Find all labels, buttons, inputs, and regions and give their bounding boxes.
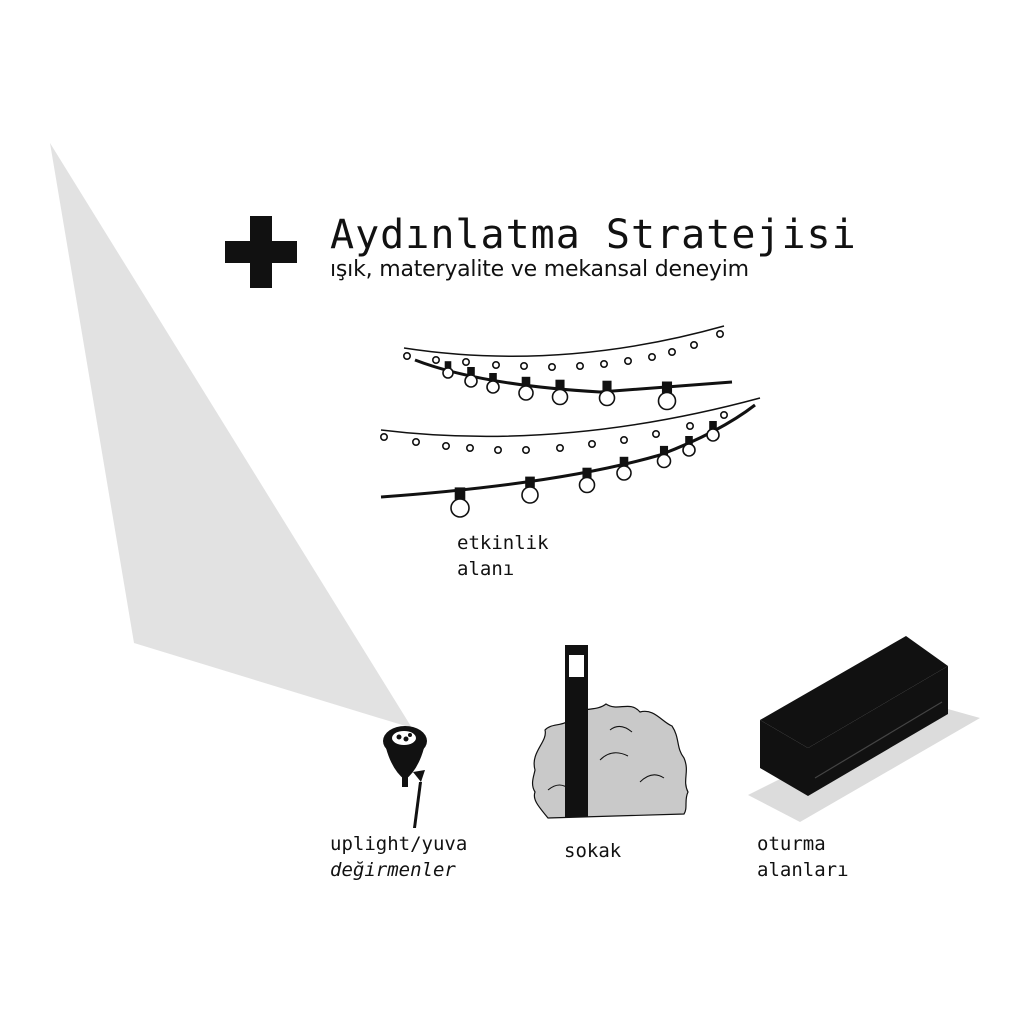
bulb bbox=[521, 445, 530, 454]
bulb bbox=[450, 498, 470, 518]
bulb bbox=[464, 374, 478, 388]
bulb bbox=[623, 356, 632, 365]
page-title: Aydınlatma Stratejisi bbox=[330, 212, 857, 258]
bulb bbox=[518, 385, 534, 401]
bulb bbox=[493, 445, 502, 454]
bulb bbox=[441, 441, 450, 450]
page-subtitle: ışık, materyalite ve mekansal deneyim bbox=[330, 257, 749, 282]
label-string-lights-line2: alanı bbox=[457, 558, 515, 580]
bulb bbox=[619, 435, 628, 444]
bulb bbox=[682, 443, 696, 457]
bollard-light-icon bbox=[531, 645, 689, 819]
bulb bbox=[491, 360, 500, 369]
bulb-socket bbox=[582, 467, 592, 479]
bulb-socket bbox=[709, 420, 717, 430]
bulb bbox=[402, 351, 411, 360]
bulb bbox=[656, 453, 672, 469]
bulb bbox=[519, 361, 528, 370]
label-uplight-line2: değirmenler bbox=[330, 859, 456, 881]
bulb bbox=[598, 389, 616, 407]
bulb bbox=[647, 352, 656, 361]
bulb bbox=[575, 361, 584, 370]
bulb-socket bbox=[659, 445, 669, 456]
bulb bbox=[551, 388, 569, 406]
label-string-lights-line1: etkinlik bbox=[457, 532, 549, 554]
string-lights-icon bbox=[379, 325, 761, 518]
bulb bbox=[719, 410, 728, 419]
bulb bbox=[657, 391, 677, 411]
label-bollard-line1: sokak bbox=[564, 840, 622, 862]
label-bench-line2: alanları bbox=[757, 859, 849, 881]
bulb bbox=[706, 428, 720, 442]
bulb-socket bbox=[521, 376, 531, 387]
label-bench: oturma alanları bbox=[757, 831, 849, 883]
bulb bbox=[689, 340, 698, 349]
bulb-socket bbox=[661, 381, 673, 394]
bulb-socket bbox=[685, 435, 693, 445]
bulb-socket bbox=[489, 372, 497, 382]
label-bollard: sokak bbox=[564, 838, 621, 864]
bulb bbox=[555, 443, 564, 452]
bulb-socket bbox=[454, 487, 466, 500]
label-string-lights: etkinlik alanı bbox=[457, 530, 549, 582]
bulb-socket bbox=[444, 361, 452, 369]
bulb-socket bbox=[467, 366, 475, 376]
plus-icon bbox=[225, 216, 297, 288]
bulb bbox=[616, 465, 632, 481]
bulb bbox=[431, 355, 440, 364]
bulb bbox=[685, 421, 694, 430]
bulb bbox=[465, 443, 474, 452]
bulb bbox=[442, 367, 454, 379]
spotlight-icon bbox=[383, 726, 427, 828]
bulb bbox=[599, 359, 608, 368]
bulb bbox=[715, 329, 724, 338]
bulb bbox=[651, 429, 660, 438]
bulb bbox=[411, 437, 420, 446]
bulb-socket bbox=[619, 456, 629, 467]
bench-icon bbox=[748, 636, 980, 822]
light-beam bbox=[50, 143, 412, 728]
bulb bbox=[379, 432, 388, 441]
bulb bbox=[587, 439, 596, 448]
bulb bbox=[667, 347, 676, 356]
bulb-socket bbox=[525, 476, 535, 488]
bulb bbox=[486, 380, 500, 394]
bulb bbox=[547, 362, 556, 371]
bulb-socket bbox=[602, 380, 612, 392]
bulb bbox=[461, 357, 470, 366]
bulb bbox=[521, 486, 539, 504]
bulb bbox=[578, 476, 596, 494]
label-uplight: uplight/yuva değirmenler bbox=[330, 831, 467, 883]
bulb-socket bbox=[555, 379, 565, 391]
label-bench-line1: oturma bbox=[757, 833, 826, 855]
label-uplight-line1: uplight/yuva bbox=[330, 833, 468, 855]
